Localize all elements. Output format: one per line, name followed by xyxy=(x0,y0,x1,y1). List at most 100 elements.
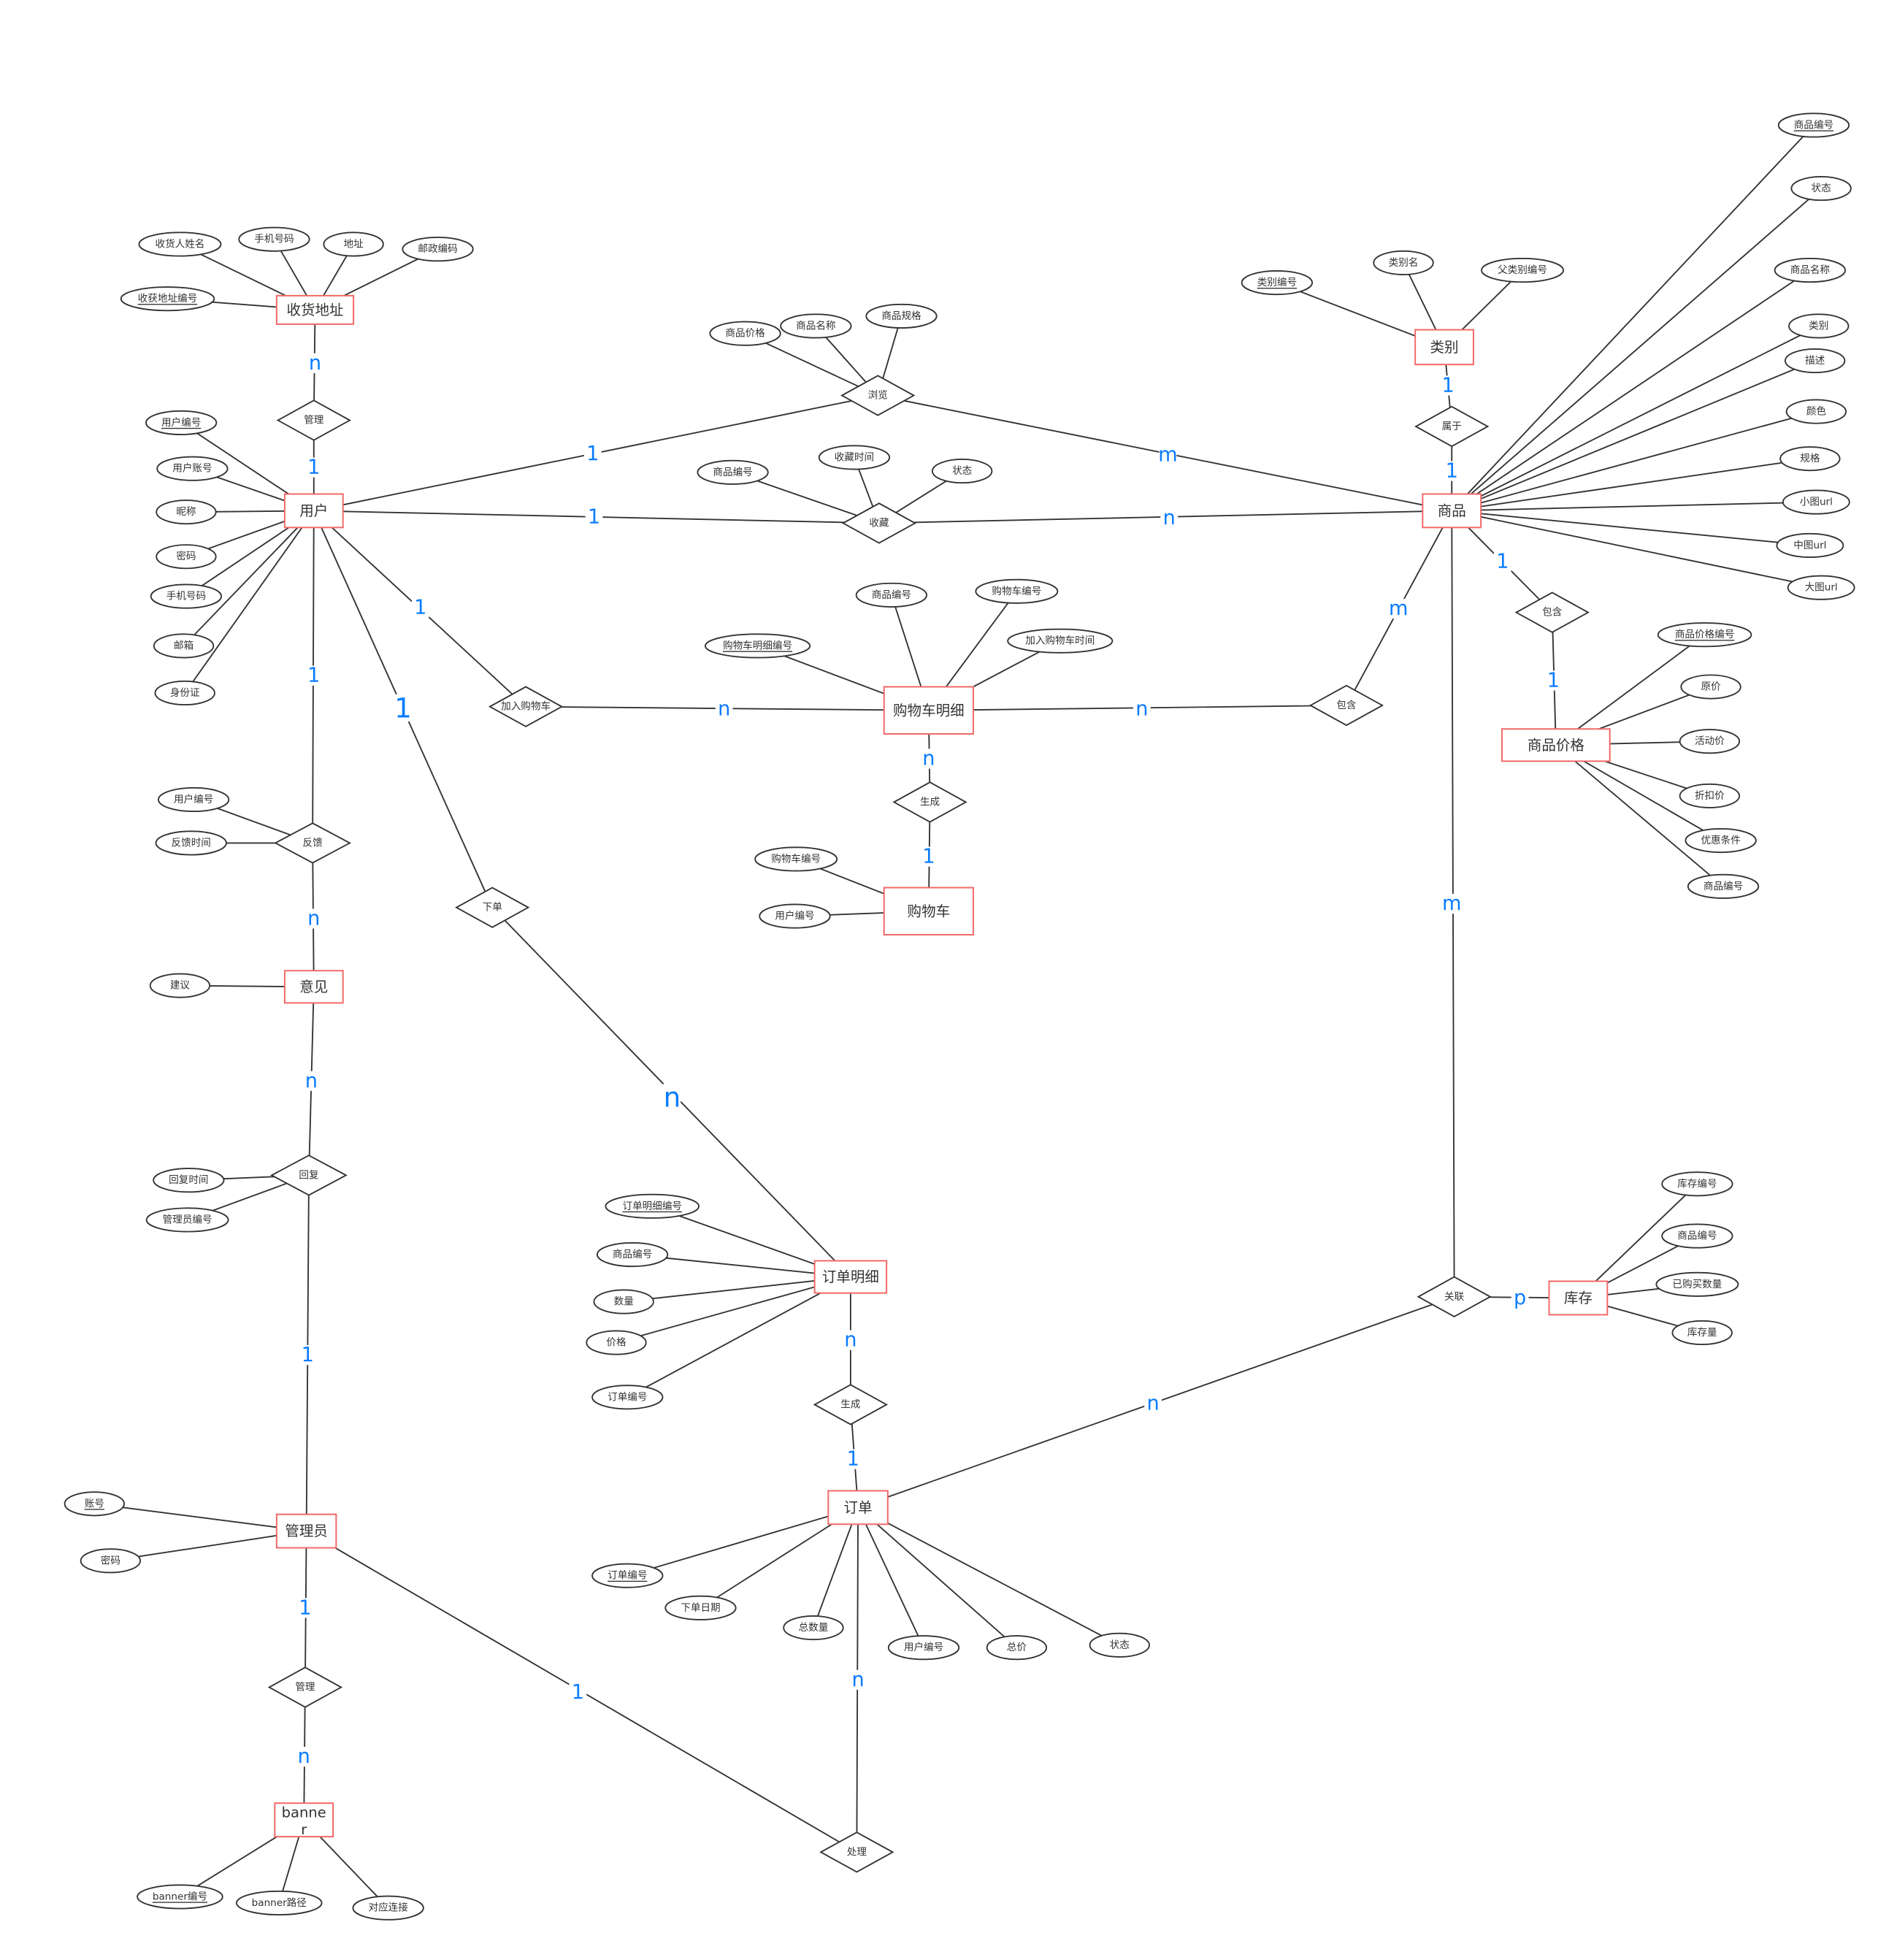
relationship-browse[interactable]: 浏览 xyxy=(840,375,916,416)
attribute-field[interactable]: 描述 xyxy=(1784,348,1846,374)
attribute-field[interactable]: 回复时间 xyxy=(153,1168,225,1193)
relationship-add-cart[interactable]: 加入购物车 xyxy=(488,686,564,727)
relationship-manage-banner[interactable]: 管理 xyxy=(267,1666,343,1708)
attribute-field[interactable]: 大图url xyxy=(1787,575,1855,600)
entity-addr[interactable]: 收货地址 xyxy=(275,294,355,325)
relationship-contain-price[interactable]: 包含 xyxy=(1514,592,1590,633)
attribute-key[interactable]: 收获地址编号 xyxy=(120,286,215,312)
attribute-field[interactable]: 商品编号 xyxy=(1661,1223,1733,1249)
attribute-connector xyxy=(184,510,315,694)
attribute-field[interactable]: 父类别编号 xyxy=(1481,258,1564,283)
attribute-key[interactable]: banner编号 xyxy=(137,1884,223,1910)
attribute-field[interactable]: 下单日期 xyxy=(664,1595,737,1620)
attribute-field[interactable]: 原价 xyxy=(1680,674,1741,700)
attribute-field[interactable]: 管理员编号 xyxy=(145,1207,229,1233)
entity-cart[interactable]: 购物车 xyxy=(883,887,974,936)
attribute-field[interactable]: 昵称 xyxy=(156,499,217,525)
attribute-field[interactable]: 地址 xyxy=(323,231,384,257)
attribute-field[interactable]: 加入购物车时间 xyxy=(1007,628,1114,654)
entity-label: 订单 xyxy=(844,1499,873,1516)
attribute-field[interactable]: 小图url xyxy=(1782,489,1850,515)
entity-price[interactable]: 商品价格 xyxy=(1501,728,1611,762)
attribute-field[interactable]: 订单编号 xyxy=(591,1385,664,1410)
relationship-place[interactable]: 下单 xyxy=(455,887,530,928)
attribute-field[interactable]: 收货人姓名 xyxy=(138,231,222,257)
entity-stock[interactable]: 库存 xyxy=(1548,1280,1609,1316)
attribute-field[interactable]: 邮箱 xyxy=(153,633,215,659)
attribute-field[interactable]: 商品编号 xyxy=(1687,873,1760,899)
attribute-field[interactable]: 身份证 xyxy=(154,680,215,706)
attribute-field[interactable]: 状态 xyxy=(1790,175,1852,202)
attribute-field[interactable]: 状态 xyxy=(931,459,993,484)
attribute-field[interactable]: 总数量 xyxy=(783,1615,844,1641)
cardinality-label: n xyxy=(844,1329,856,1352)
attribute-field[interactable]: 手机号码 xyxy=(238,226,310,252)
attribute-key[interactable]: 订单编号 xyxy=(591,1563,664,1588)
entity-category[interactable]: 类别 xyxy=(1414,329,1474,366)
attribute-key[interactable]: 类别编号 xyxy=(1241,270,1314,296)
entity-user[interactable]: 用户 xyxy=(283,493,344,529)
attribute-field[interactable]: 用户编号 xyxy=(887,1635,960,1661)
attribute-key[interactable]: 商品编号 xyxy=(1777,112,1850,138)
attribute-field[interactable]: 对应连接 xyxy=(352,1895,424,1921)
entity-product[interactable]: 商品 xyxy=(1422,493,1482,529)
relationship-feedback[interactable]: 反馈 xyxy=(274,822,352,864)
attribute-label: 已购买数量 xyxy=(1672,1279,1722,1290)
attribute-field[interactable]: 库存量 xyxy=(1671,1320,1733,1346)
attribute-field[interactable]: 密码 xyxy=(80,1548,142,1574)
attribute-field[interactable]: 价格 xyxy=(586,1330,647,1355)
attribute-field[interactable]: 商品编号 xyxy=(697,459,769,485)
relationship-gen-cart[interactable]: 生成 xyxy=(892,781,967,823)
attribute-field[interactable]: 手机号码 xyxy=(150,583,223,609)
entity-banner[interactable]: banner xyxy=(274,1802,334,1838)
attribute-field[interactable]: 建议 xyxy=(149,973,211,998)
attribute-field[interactable]: 用户编号 xyxy=(759,903,831,929)
relationship-contain-cart[interactable]: 包含 xyxy=(1308,684,1384,727)
attribute-key[interactable]: 订单明细编号 xyxy=(605,1193,700,1219)
attribute-field[interactable]: 库存编号 xyxy=(1661,1171,1733,1197)
relationship-reply[interactable]: 回复 xyxy=(270,1155,348,1196)
attribute-field[interactable]: 优惠条件 xyxy=(1685,827,1757,854)
attribute-field[interactable]: 颜色 xyxy=(1785,399,1847,424)
attribute-field[interactable]: 类别 xyxy=(1788,313,1850,339)
attribute-field[interactable]: 商品名称 xyxy=(780,313,852,339)
attribute-field[interactable]: 总价 xyxy=(986,1635,1048,1661)
relationship-relate[interactable]: 关联 xyxy=(1417,1276,1492,1317)
attribute-field[interactable]: 邮政编码 xyxy=(402,237,474,262)
attribute-field[interactable]: 商品编号 xyxy=(596,1241,669,1268)
attribute-field[interactable]: 用户账号 xyxy=(156,456,229,481)
attribute-field[interactable]: 商品编号 xyxy=(855,582,928,608)
attribute-field[interactable]: 商品规格 xyxy=(865,303,938,329)
attribute-field[interactable]: 状态 xyxy=(1089,1632,1150,1658)
attribute-field[interactable]: 购物车编号 xyxy=(975,578,1059,604)
relationship-gen-order[interactable]: 生成 xyxy=(813,1384,889,1425)
attribute-field[interactable]: 规格 xyxy=(1779,446,1841,472)
attribute-field[interactable]: 收藏时间 xyxy=(818,445,891,470)
relationship-fav[interactable]: 收藏 xyxy=(841,502,917,544)
entity-orderdetail[interactable]: 订单明细 xyxy=(813,1260,888,1294)
relationship-handle[interactable]: 处理 xyxy=(819,1831,894,1873)
attribute-field[interactable]: 折扣价 xyxy=(1679,783,1741,808)
entity-admin[interactable]: 管理员 xyxy=(275,1513,337,1549)
attribute-field[interactable]: 用户编号 xyxy=(157,786,230,813)
attribute-field[interactable]: 类别名 xyxy=(1373,250,1434,275)
attribute-key[interactable]: 用户编号 xyxy=(145,410,218,435)
attribute-field[interactable]: 购物车编号 xyxy=(754,846,838,872)
attribute-field[interactable]: 密码 xyxy=(156,544,217,570)
attribute-field[interactable]: 商品名称 xyxy=(1774,258,1847,283)
attribute-field[interactable]: 中图url xyxy=(1776,532,1844,559)
attribute-field[interactable]: 活动价 xyxy=(1679,729,1741,754)
attribute-field[interactable]: 商品价格 xyxy=(709,321,781,346)
attribute-field[interactable]: banner路径 xyxy=(235,1890,323,1915)
attribute-key[interactable]: 购物车明细编号 xyxy=(704,633,811,659)
attribute-field[interactable]: 反馈时间 xyxy=(155,830,227,856)
attribute-field[interactable]: 已购买数量 xyxy=(1655,1271,1739,1297)
entity-order[interactable]: 订单 xyxy=(827,1490,889,1525)
attribute-key[interactable]: 账号 xyxy=(64,1491,125,1517)
entity-opinion[interactable]: 意见 xyxy=(283,970,344,1004)
entity-cartdetail[interactable]: 购物车明细 xyxy=(883,686,974,735)
relationship-belong[interactable]: 属于 xyxy=(1414,405,1490,448)
attribute-key[interactable]: 商品价格编号 xyxy=(1657,622,1752,648)
relationship-addr[interactable]: 管理 xyxy=(276,399,351,441)
attribute-field[interactable]: 数量 xyxy=(593,1289,654,1314)
